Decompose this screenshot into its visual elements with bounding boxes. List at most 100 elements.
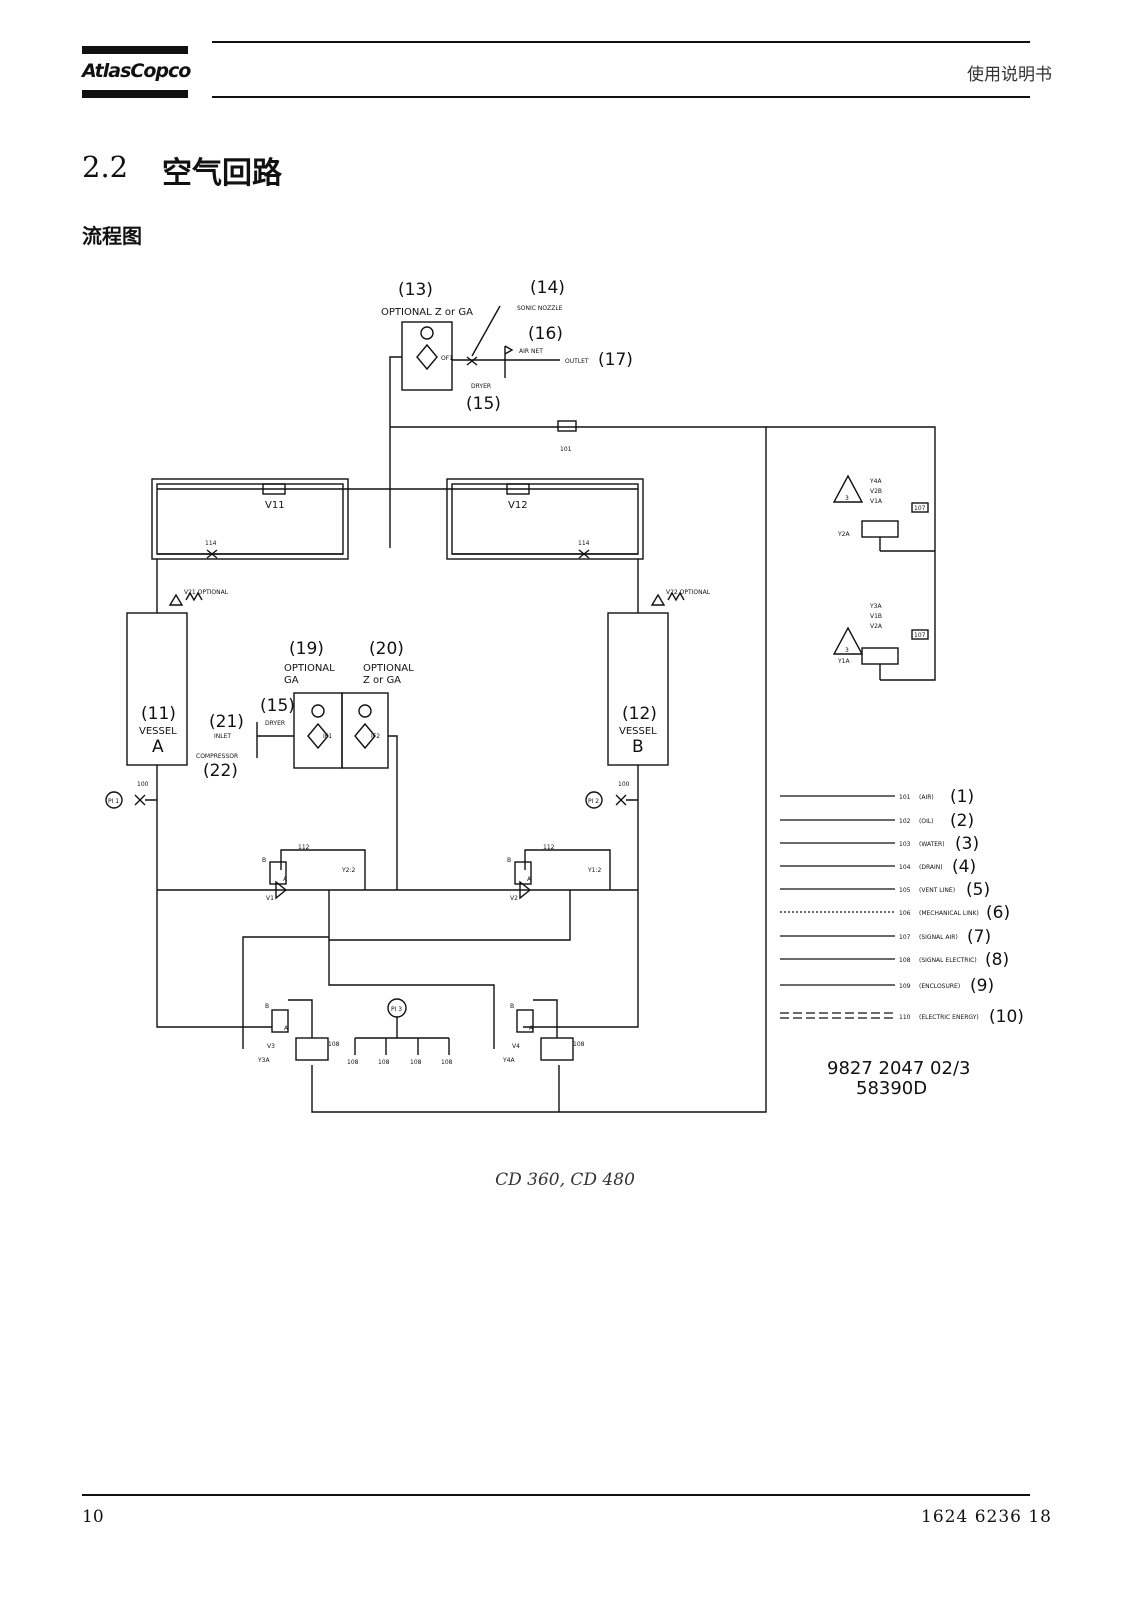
inlet-filter-1 <box>293 692 343 769</box>
label-y4a: Y4A <box>502 1057 515 1064</box>
vessel-top-pipes <box>156 559 639 613</box>
callout-11: (11) <box>141 704 176 724</box>
callout-15-mid-note: DRYER <box>265 720 285 727</box>
label-pi2: PI 2 <box>588 798 599 805</box>
label-if1: IF1 <box>323 733 332 740</box>
subsection-title: 流程图 <box>82 224 142 248</box>
label-pi3: PI 3 <box>391 1006 402 1013</box>
v3-pilot-block <box>295 1037 329 1061</box>
inlet-filter-symbol-icons <box>307 722 376 750</box>
legend-code: 103 <box>899 841 911 848</box>
legend-name: (MECHANICAL LINK) <box>919 910 979 917</box>
signal-loop-right <box>328 940 495 1049</box>
legend-name: (AIR) <box>919 794 934 801</box>
legend-name: (ELECTRIC ENERGY) <box>919 1014 979 1021</box>
tag-108-v3: 108 <box>328 1041 340 1048</box>
outlet-filter-symbol-icon <box>416 343 438 371</box>
tag-100-b: 100 <box>618 781 630 788</box>
legend-num: (7) <box>967 927 991 947</box>
callout-20-note-2: Z or GA <box>363 675 401 686</box>
enclosure-v12 <box>446 478 644 560</box>
tag-107-b <box>911 629 929 640</box>
y4a-solenoid-block <box>861 520 899 538</box>
legend: 101 (AIR) (1) 102 (OIL) (2) 103 (WATER) … <box>899 787 1024 1027</box>
label-y3a-stack-1: Y3A <box>869 603 882 610</box>
inlet-filter-1-gauge-icon <box>311 704 325 718</box>
tag-108-d4: 108 <box>441 1059 453 1066</box>
label-y12: Y1:2 <box>587 867 602 874</box>
bleed-nozzle-icons <box>206 549 590 559</box>
tag-112-b: 112 <box>543 844 555 851</box>
document-number: 1624 6236 18 <box>921 1507 1052 1527</box>
label-y1a: Y1A <box>837 658 850 665</box>
legend-num: (8) <box>985 950 1009 970</box>
tag-112-a: 112 <box>298 844 310 851</box>
legend-num: (5) <box>966 880 990 900</box>
drawing-number: 9827 2047 02/3 <box>827 1058 970 1079</box>
y3a-solenoid-block <box>861 647 899 665</box>
callout-19: (19) <box>289 639 324 659</box>
callout-15-top: (15) <box>466 394 501 414</box>
callout-16-note: AIR NET <box>519 348 543 355</box>
legend-num: (4) <box>952 857 976 877</box>
label-v3: V3 <box>267 1043 275 1050</box>
tag-101: 101 <box>560 446 572 453</box>
callout-15-mid: (15) <box>260 696 295 716</box>
logo-text: AtlasCopco <box>82 60 191 82</box>
drain-valve-icons <box>134 794 627 806</box>
legend-num: (3) <box>955 834 979 854</box>
section-title: 空气回路 <box>162 156 282 191</box>
label-pi1: PI 1 <box>108 798 119 805</box>
label-y3a-stack-2: V1B <box>870 613 882 620</box>
label-v11: V11 <box>265 500 285 511</box>
legend-name: (SIGNAL ELECTRIC) <box>919 957 977 964</box>
label-y4a-stack-1: Y4A <box>869 478 882 485</box>
air-net-arrow-icon <box>504 345 514 355</box>
legend-num: (1) <box>950 787 974 807</box>
v11-valve-icon <box>262 483 286 495</box>
header-title: 使用说明书 <box>967 65 1052 85</box>
label-y2a: Y2A <box>837 531 850 538</box>
pilot-connectors <box>288 999 558 1038</box>
callout-12-note: VESSEL <box>619 726 657 737</box>
callout-11-note: VESSEL <box>139 726 177 737</box>
callout-12-id: B <box>632 737 644 757</box>
label-v1: V1 <box>266 895 274 902</box>
label-valve-a-4: A <box>529 1025 534 1032</box>
drain-manifold <box>355 1017 449 1039</box>
legend-num: (9) <box>970 976 994 996</box>
label-valve-a-3: A <box>284 1025 289 1032</box>
legend-num: (6) <box>986 903 1010 923</box>
callout-19-note-2: GA <box>284 675 299 686</box>
legend-code: 109 <box>899 983 911 990</box>
legend-name: (WATER) <box>919 841 945 848</box>
drain-branch-lines <box>354 1038 450 1055</box>
label-y3a: Y3A <box>257 1057 270 1064</box>
tag-108-d2: 108 <box>378 1059 390 1066</box>
legend-code: 107 <box>899 934 911 941</box>
callout-21-note: INLET <box>214 733 231 740</box>
legend-code: 110 <box>899 1014 911 1021</box>
callout-17-note: OUTLET <box>565 358 589 365</box>
legend-code: 105 <box>899 887 911 894</box>
label-v2: V2 <box>510 895 518 902</box>
callout-19-note-1: OPTIONAL <box>284 663 335 674</box>
callout-11-id: A <box>152 737 164 757</box>
legend-name: (VENT LINE) <box>919 887 955 894</box>
callout-20-note-1: OPTIONAL <box>363 663 414 674</box>
signal-loop-left <box>242 936 329 1049</box>
label-valve-a-2: A <box>527 876 532 883</box>
sonic-nozzle-leader <box>471 305 501 357</box>
logo-bar-top <box>82 46 188 54</box>
signal-line-main <box>311 426 767 1113</box>
legend-name: (OIL) <box>919 818 934 825</box>
pipe-filter-to-valves <box>388 735 398 890</box>
label-y4a-stack-3: V1A <box>870 498 883 505</box>
callout-17: (17) <box>598 350 633 370</box>
tag-114-b: 114 <box>578 540 590 547</box>
label-y22: Y2:2 <box>341 867 356 874</box>
label-valve-b-3: B <box>265 1003 269 1010</box>
callout-13-note: OPTIONAL Z or GA <box>381 307 473 318</box>
enclosure-v11 <box>151 478 349 560</box>
callout-14: (14) <box>530 278 565 298</box>
